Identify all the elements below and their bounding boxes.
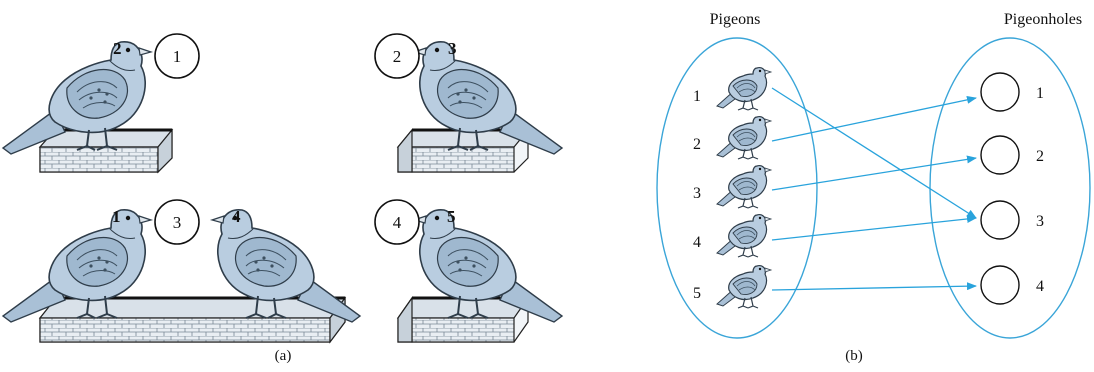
panel-a: 2 1 3 2 1 4 3 (2, 33, 563, 364)
mapping-arrow-1-to-3 (771, 87, 977, 219)
pigeonhole-box-4 (396, 296, 530, 343)
mapping-arrow-3-to-2 (771, 155, 977, 191)
pigeon-index-label: 1 (693, 88, 701, 105)
pigeons-title: Pigeons (710, 11, 761, 28)
pigeonhole-box-1 (38, 128, 174, 174)
pigeonhole-circle (980, 72, 1020, 112)
pigeon-image (716, 165, 772, 209)
panel-b: Pigeons Pigeonholes 1 2 3 4 5 1 2 3 4 (b… (656, 11, 1091, 364)
hole-number-circle (154, 199, 200, 245)
hole-number-label: 3 (173, 213, 182, 232)
mapping-arrows (771, 87, 977, 291)
mapping-arrow-4-to-3 (771, 214, 977, 241)
pigeon-number-label: 5 (447, 207, 456, 226)
mapping-arrow-5-to-4 (771, 282, 977, 291)
pigeon-number-label: 3 (448, 39, 457, 58)
pigeonhole-index-label: 2 (1036, 148, 1044, 165)
pigeon-image (716, 265, 772, 309)
pigeons-set-ellipse (656, 37, 818, 339)
pigeonhole-box-2 (396, 128, 530, 173)
mapping-arrow-2-to-1 (771, 95, 977, 142)
hole-number-label: 2 (393, 47, 402, 66)
pigeon-image (716, 67, 772, 111)
pigeon-number-label: 4 (232, 207, 241, 226)
pigeonhole-circle (980, 135, 1020, 175)
hole-number-label: 1 (173, 47, 182, 66)
pigeonhole-circle (980, 265, 1020, 305)
pigeonhole-box-3 (38, 296, 347, 344)
hole-number-circle (154, 33, 200, 79)
panel-a-caption: (a) (275, 348, 292, 364)
pigeonholes-title: Pigeonholes (1004, 11, 1082, 28)
pigeon-index-label: 5 (693, 285, 701, 302)
pigeon-number-label: 2 (113, 39, 122, 58)
pigeonhole-circle (980, 200, 1020, 240)
pigeon-index-label: 3 (693, 185, 701, 202)
hole-number-circle (374, 33, 420, 79)
panel-b-caption: (b) (845, 348, 863, 364)
pigeonhole-index-label: 3 (1036, 213, 1044, 230)
hole-number-circle (374, 199, 420, 245)
pigeonhole-index-label: 4 (1036, 278, 1044, 295)
pigeon-index-label: 2 (693, 136, 701, 153)
hole-number-label: 4 (393, 213, 402, 232)
pigeon-image (716, 116, 772, 160)
pigeon-index-label: 4 (693, 234, 701, 251)
pigeon-image (716, 214, 772, 258)
pigeon-number-label: 1 (112, 207, 121, 226)
pigeonhole-index-label: 1 (1036, 85, 1044, 102)
